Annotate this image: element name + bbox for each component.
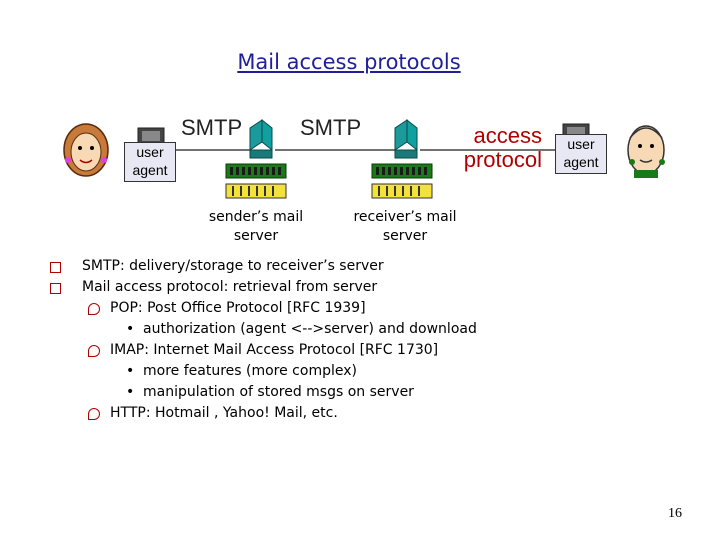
slide-title: Mail access protocols (237, 50, 461, 74)
dot-bullet-icon: • (126, 384, 135, 400)
bullet-item: •manipulation of stored msgs on server (50, 382, 670, 403)
page-number: 16 (668, 506, 682, 521)
smtp-label-2: SMTP (300, 115, 362, 140)
person-right-icon (627, 125, 665, 178)
bullet-item: POP: Post Office Protocol [RFC 1939] (50, 298, 670, 319)
leaf-bullet-icon (88, 303, 100, 315)
diagram (63, 118, 665, 199)
square-bullet-icon (50, 262, 61, 273)
user-agent-right: user agent (555, 134, 607, 174)
bullet-item: HTTP: Hotmail , Yahoo! Mail, etc. (50, 403, 670, 424)
receiver-server-label: receiver’s mail server (353, 209, 457, 244)
leaf-bullet-icon (88, 345, 100, 357)
dot-bullet-icon: • (126, 363, 135, 379)
bullet-item: IMAP: Internet Mail Access Protocol [RFC… (50, 340, 670, 361)
smtp-label-1: SMTP (181, 115, 243, 140)
sender-server-label: sender’s mail server (208, 209, 304, 244)
access-protocol-label: access protocol (463, 123, 542, 172)
leaf-bullet-icon (88, 408, 100, 420)
bullet-item: •authorization (agent <-->server) and do… (50, 319, 670, 340)
bullet-item: SMTP: delivery/storage to receiver’s ser… (50, 256, 670, 277)
receiver-server-icon (371, 118, 433, 199)
bullet-list: SMTP: delivery/storage to receiver’s ser… (50, 256, 670, 424)
bullet-item: Mail access protocol: retrieval from ser… (50, 277, 670, 298)
bullet-item: •more features (more complex) (50, 361, 670, 382)
square-bullet-icon (50, 283, 61, 294)
dot-bullet-icon: • (126, 321, 135, 337)
user-agent-left: user agent (124, 142, 176, 182)
sender-server-icon (225, 118, 287, 199)
person-left-icon (63, 123, 109, 177)
